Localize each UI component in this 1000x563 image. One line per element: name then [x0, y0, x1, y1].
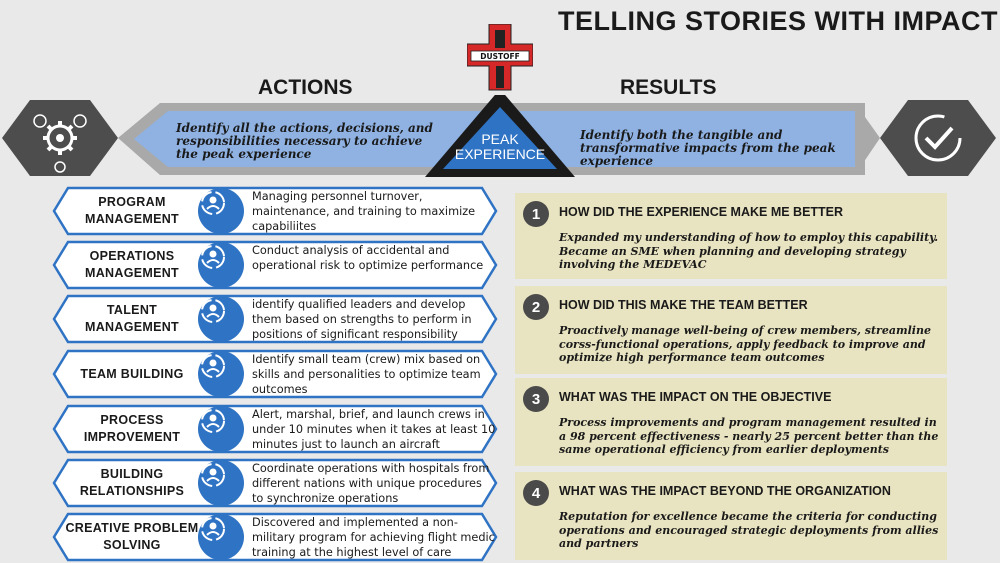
action-row-2: OPERATIONS MANAGEMENT Conduct analysis o… — [0, 240, 500, 290]
result-title: WHAT WAS THE IMPACT BEYOND THE ORGANIZAT… — [559, 484, 891, 498]
logo-text: DUSTOFF — [480, 52, 519, 61]
actions-header: ACTIONS — [258, 76, 353, 99]
action-description: identify qualified leaders and develop t… — [252, 298, 472, 341]
action-icon — [198, 242, 244, 288]
gear-process-icon — [2, 100, 118, 176]
action-category: CREATIVE PROBLEM SOLVING — [65, 521, 199, 552]
talent-search-icon — [201, 299, 225, 323]
result-number-badge: 1 — [523, 201, 549, 227]
result-number-badge: 4 — [523, 480, 549, 506]
action-icon — [198, 460, 244, 506]
action-category: PROGRAM MANAGEMENT — [85, 195, 179, 226]
action-description: Conduct analysis of accidental and opera… — [252, 244, 484, 272]
operations-chart-icon — [201, 245, 225, 269]
action-row-3: TALENT MANAGEMENT identify qualified lea… — [0, 294, 500, 344]
action-row-frame — [52, 458, 498, 508]
management-cycle-icon — [201, 191, 225, 215]
result-body: Reputation for excellence became the cri… — [559, 510, 939, 550]
action-row-frame — [52, 404, 498, 454]
result-title: WHAT WAS THE IMPACT ON THE OBJECTIVE — [559, 390, 832, 404]
result-title: HOW DID THE EXPERIENCE MAKE ME BETTER — [559, 205, 844, 219]
result-title: HOW DID THIS MAKE THE TEAM BETTER — [559, 298, 808, 312]
action-icon — [198, 514, 244, 560]
action-category: OPERATIONS MANAGEMENT — [85, 249, 179, 280]
result-body: Proactively manage well-being of crew me… — [559, 324, 931, 364]
team-network-icon — [201, 354, 225, 378]
action-row-5: PROCESS IMPROVEMENT Alert, marshal, brie… — [0, 404, 500, 454]
action-description: Alert, marshal, brief, and launch crews … — [252, 408, 496, 451]
peak-experience-label: PEAK EXPERIENCE — [452, 132, 548, 162]
action-icon — [198, 296, 244, 342]
action-category: BUILDING RELATIONSHIPS — [79, 467, 185, 498]
action-category: TEAM BUILDING — [80, 366, 184, 381]
results-description: Identify both the tangible and transform… — [580, 128, 836, 168]
action-description: Discovered and implemented a non-militar… — [252, 516, 495, 559]
result-panel-2: 2 HOW DID THIS MAKE THE TEAM BETTER Proa… — [515, 286, 947, 374]
lightbulb-icon — [201, 517, 225, 541]
actions-description: Identify all the actions, decisions, and… — [176, 121, 433, 161]
action-row-frame — [52, 240, 498, 290]
result-panel-4: 4 WHAT WAS THE IMPACT BEYOND THE ORGANIZ… — [515, 472, 947, 560]
action-description: Identify small team (crew) mix based on … — [252, 353, 481, 396]
action-category: TALENT MANAGEMENT — [85, 303, 179, 334]
action-row-frame — [52, 186, 498, 236]
action-row-6: BUILDING RELATIONSHIPS Coordinate operat… — [0, 458, 500, 508]
action-row-1: PROGRAM MANAGEMENT Managing personnel tu… — [0, 186, 500, 236]
result-body: Process improvements and program managem… — [559, 416, 939, 456]
page-title: TELLING STORIES WITH IMPACT — [558, 6, 998, 36]
action-icon — [198, 351, 244, 397]
action-category: PROCESS IMPROVEMENT — [83, 413, 181, 444]
action-row-7: CREATIVE PROBLEM SOLVING Discovered and … — [0, 512, 500, 562]
dustoff-logo-icon: DUSTOFF — [467, 24, 533, 91]
result-panel-3: 3 WHAT WAS THE IMPACT ON THE OBJECTIVE P… — [515, 378, 947, 466]
action-description: Coordinate operations with hospitals fro… — [252, 462, 490, 505]
action-description: Managing personnel turnover, maintenance… — [252, 190, 476, 233]
action-row-frame — [52, 512, 498, 562]
process-growth-icon — [201, 409, 225, 433]
result-number-badge: 3 — [523, 386, 549, 412]
result-number-badge: 2 — [523, 294, 549, 320]
peak-line1: PEAK — [481, 131, 519, 147]
results-header: RESULTS — [620, 76, 717, 99]
result-panel-1: 1 HOW DID THE EXPERIENCE MAKE ME BETTER … — [515, 193, 947, 279]
action-row-frame — [52, 349, 498, 399]
refresh-check-icon — [880, 100, 996, 176]
peak-line2: EXPERIENCE — [454, 146, 546, 162]
banner-graphic — [2, 95, 996, 177]
action-row-4: TEAM BUILDING Identify small team (crew)… — [0, 349, 500, 399]
action-icon — [198, 406, 244, 452]
action-icon — [198, 188, 244, 234]
handshake-icon — [201, 463, 225, 487]
result-body: Expanded my understanding of how to empl… — [559, 231, 939, 271]
action-row-frame — [52, 294, 498, 344]
